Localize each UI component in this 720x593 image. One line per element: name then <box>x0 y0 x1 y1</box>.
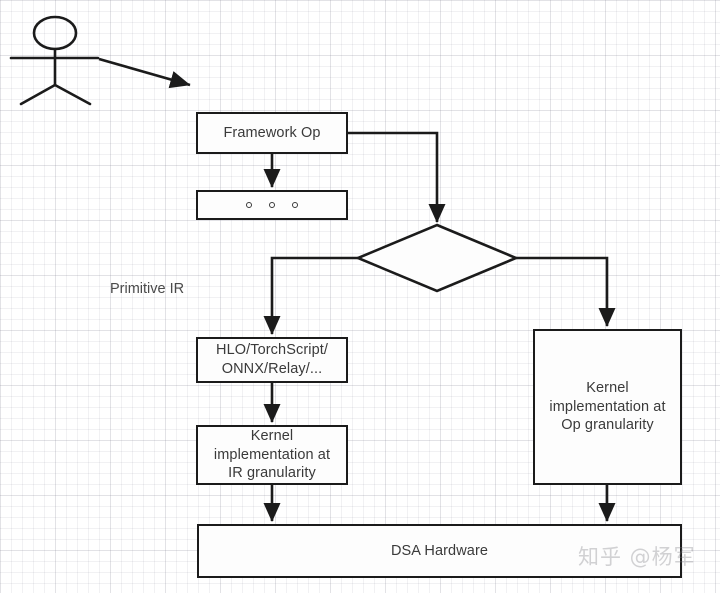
edge-user-to-framework-op <box>98 57 191 89</box>
node-kernel-ir-line-2: implementation at <box>213 446 331 463</box>
edge-framework-op-to-decision <box>348 131 446 224</box>
node-dsa-hardware-label: DSA Hardware <box>390 542 489 559</box>
edge-decision-to-kernel-op <box>516 256 616 328</box>
decision-diamond <box>354 223 520 293</box>
node-framework-op-label: Framework Op <box>223 124 321 141</box>
ellipsis-dots-icon <box>198 202 346 208</box>
node-kernel-op-line-3: Op granularity <box>561 417 654 434</box>
node-kernel-implementation-op-granularity[interactable]: Kernel implementation at Op granularity <box>533 329 682 485</box>
node-ellipsis-more-ops[interactable] <box>196 190 348 220</box>
label-primitive-ir: Primitive IR <box>110 281 185 297</box>
node-kernel-op-line-1: Kernel <box>586 380 629 397</box>
node-ir-formats-label: HLO/TorchScript/ ONNX/Relay/... <box>216 341 328 378</box>
node-kernel-op-label: Kernel implementation at Op granularity <box>549 379 665 435</box>
node-kernel-op-line-2: implementation at <box>549 398 666 415</box>
node-kernel-ir-line-3: IR granularity <box>228 465 316 482</box>
node-kernel-implementation-ir-granularity[interactable]: Kernel implementation at IR granularity <box>196 425 348 485</box>
stick-figure-icon <box>9 15 100 106</box>
watermark: 知乎 @杨军 <box>578 545 696 569</box>
node-framework-op[interactable]: Framework Op <box>196 112 348 154</box>
node-ir-formats-line-1: HLO/TorchScript/ <box>216 342 328 359</box>
edge-decision-to-ir-formats <box>263 256 358 336</box>
node-kernel-ir-label: Kernel implementation at IR granularity <box>214 427 330 483</box>
node-ir-formats-line-2: ONNX/Relay/... <box>221 361 323 377</box>
node-dsa-hardware[interactable]: DSA Hardware <box>197 524 682 578</box>
node-kernel-ir-line-1: Kernel <box>250 428 294 445</box>
node-ir-formats[interactable]: HLO/TorchScript/ ONNX/Relay/... <box>196 337 348 383</box>
